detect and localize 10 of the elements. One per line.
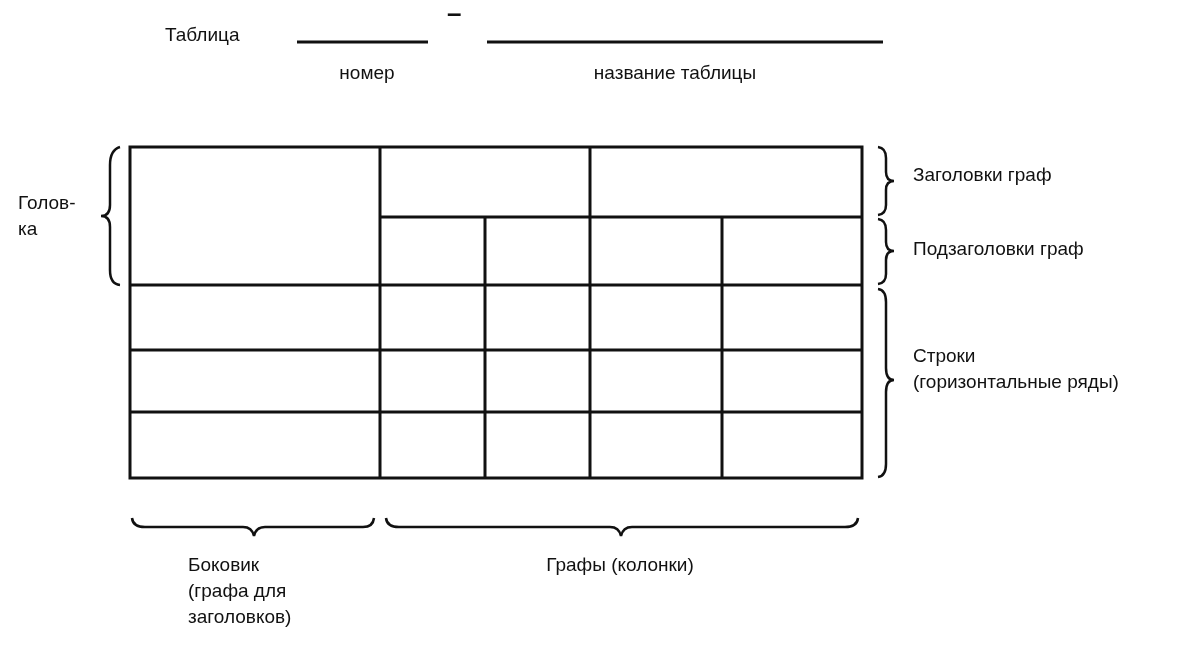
bracket-label: Заголовки граф bbox=[913, 163, 1053, 187]
table-word-label: Таблица bbox=[165, 23, 241, 47]
bracket-label: Боковик (графа для заголовков) bbox=[188, 553, 293, 629]
bracket-label: Подзаголовки граф bbox=[913, 237, 1085, 261]
dash-label: – bbox=[447, 0, 463, 26]
number-caption: номер bbox=[338, 61, 396, 85]
bracket-label: Строки (горизонтальные ряды) bbox=[913, 344, 1120, 394]
bracket-label: Голов- ка bbox=[18, 191, 77, 241]
bracket-label: Графы (колонки) bbox=[545, 553, 695, 577]
title-caption: название таблицы bbox=[592, 61, 758, 85]
